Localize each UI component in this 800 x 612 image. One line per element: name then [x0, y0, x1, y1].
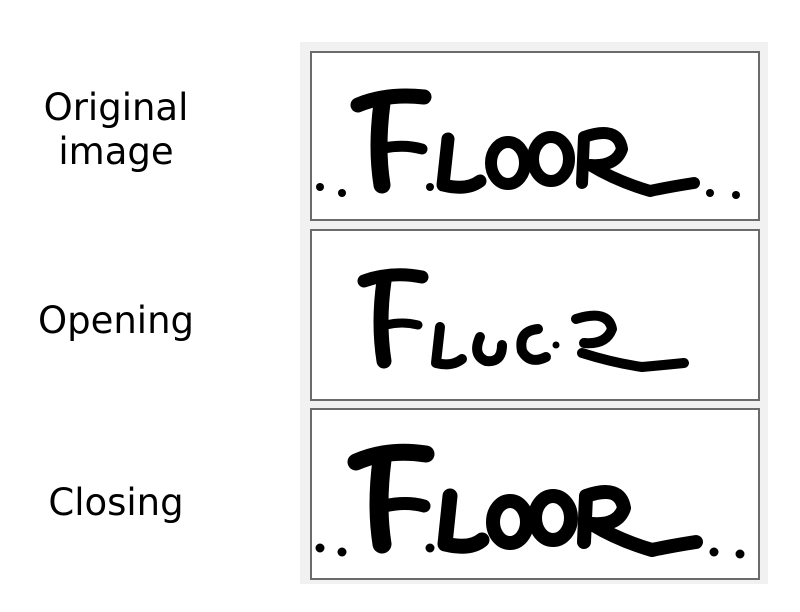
row-label-opening: Opening	[0, 299, 232, 343]
closing-image-frame	[310, 408, 760, 580]
figure-panel	[300, 42, 768, 584]
row-label-line: Closing	[48, 481, 184, 524]
row-label-line: Opening	[37, 299, 195, 342]
original-handwriting-image	[316, 88, 740, 199]
closing-handwriting-image	[315, 443, 745, 559]
row-label-original: Original image	[0, 86, 232, 175]
original-image-frame	[310, 51, 760, 221]
row-label-closing: Closing	[0, 481, 232, 525]
opening-image-frame	[310, 229, 760, 401]
row-label-line: Original	[43, 86, 189, 129]
opening-handwriting-image	[357, 268, 689, 372]
row-label-line: image	[58, 130, 174, 174]
